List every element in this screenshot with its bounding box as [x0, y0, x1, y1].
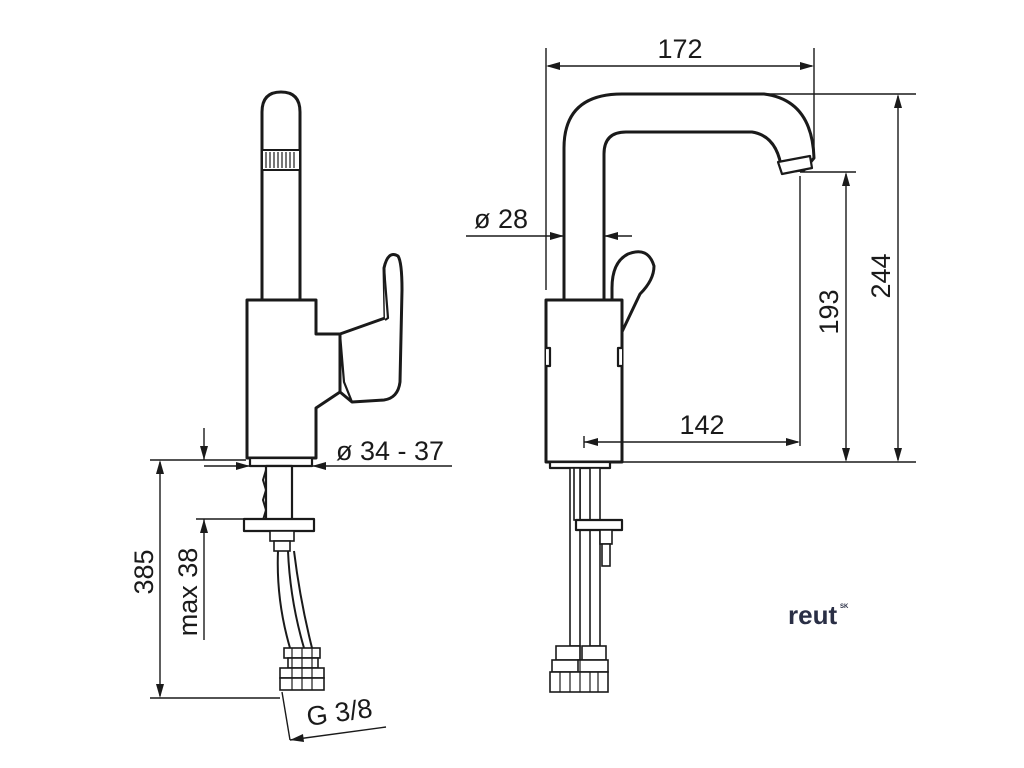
front-handle [338, 253, 404, 404]
dim-total-height: 244 [866, 253, 896, 298]
dim-hole-diameter: ø 34 - 37 [336, 436, 444, 466]
front-spout [260, 90, 302, 302]
dim-outlet-height: 193 [814, 289, 844, 334]
front-mounting-plate [242, 517, 316, 533]
front-view [242, 90, 404, 691]
side-body [544, 298, 624, 464]
dim-max-thickness: max 38 [173, 548, 203, 637]
brand-logo-text: reut [788, 600, 837, 630]
front-hose [276, 550, 291, 649]
front-body [245, 298, 342, 460]
side-dimensions: 172 244 193 142 ø 28 [466, 34, 916, 463]
dim-spout-diameter: ø 28 [474, 204, 528, 234]
side-view [544, 92, 816, 693]
dim-spout-reach: 172 [657, 34, 702, 64]
side-mounting-plate [574, 518, 624, 532]
dim-connection: G 3/8 [305, 693, 375, 732]
brand-logo-sup: SK [840, 604, 849, 610]
dim-handle-reach: 142 [679, 410, 724, 440]
side-spout [562, 92, 816, 302]
dim-total-length: 385 [129, 549, 159, 594]
front-stud [248, 456, 314, 468]
brand-logo: reut SK [788, 600, 849, 630]
